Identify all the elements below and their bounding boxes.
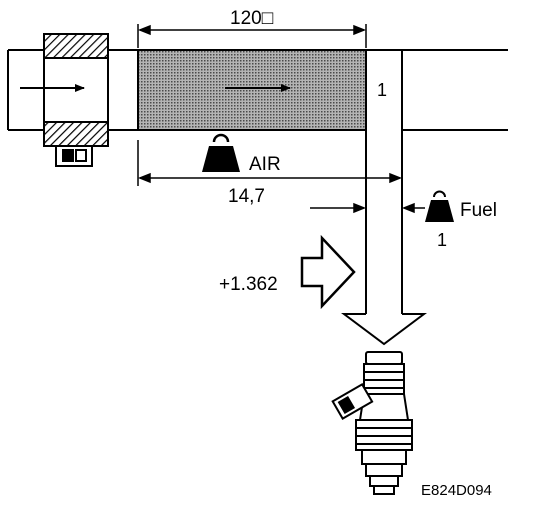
mixture-branch <box>365 50 403 314</box>
weight-icon <box>425 190 454 222</box>
weight-icon <box>202 133 240 172</box>
duct-length-label: 120□ <box>230 8 274 29</box>
air-label: AIR <box>249 154 281 175</box>
fuel-label: Fuel <box>460 200 497 221</box>
branch-width-arrows <box>310 202 425 214</box>
air-mass-section <box>137 49 367 131</box>
correction-arrow <box>300 234 356 310</box>
correction-label: +1.362 <box>219 274 278 295</box>
fuel-injector-icon <box>331 351 413 495</box>
air-ratio-dimension <box>137 140 403 186</box>
length-dimension <box>137 24 367 48</box>
figure-code-label: E824D094 <box>421 482 492 499</box>
fuel-ratio-label: 1 <box>437 230 447 250</box>
air-ratio-label: 14,7 <box>228 186 265 207</box>
mixture-flow-arrow <box>341 313 427 346</box>
air-flow-sensor-icon <box>43 33 109 167</box>
flow-number-label: 1 <box>377 80 387 100</box>
intake-duct <box>7 49 508 131</box>
